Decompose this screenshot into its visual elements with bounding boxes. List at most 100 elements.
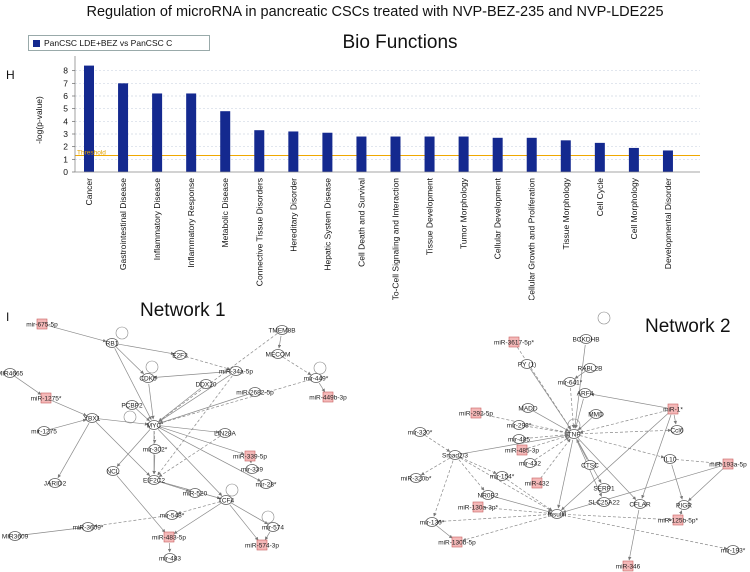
node-label: miR-130b-5p — [438, 539, 476, 546]
node-label: Smad2/3 — [442, 452, 468, 459]
node-label: CDK6 — [139, 375, 157, 382]
node-label: PIGR — [676, 502, 692, 509]
bar — [288, 131, 299, 172]
network1-edge — [157, 429, 223, 496]
y-tick-label: 7 — [63, 78, 68, 88]
network2-edge — [562, 465, 723, 514]
gene-symbol — [125, 400, 139, 410]
x-tick-label: Cancer — [84, 178, 94, 206]
mirna-symbol — [470, 407, 482, 419]
gene-symbol — [147, 475, 161, 485]
mirna-symbol — [508, 336, 520, 348]
network2-node: miR-320b* — [401, 473, 432, 483]
network2-node: miR-346 — [616, 560, 641, 572]
gene-symbol — [199, 379, 213, 389]
network2-edge — [561, 412, 669, 511]
network1-edge — [148, 383, 155, 420]
network1-edge — [51, 400, 87, 416]
y-tick-label: 2 — [63, 142, 68, 152]
gene-symbol — [589, 409, 603, 419]
node-label: miR-292-5p — [459, 410, 493, 417]
node-label: MYC — [147, 422, 162, 429]
network1-edge — [158, 333, 278, 422]
node-label: miR-3609* — [73, 524, 104, 531]
bar — [322, 132, 333, 172]
network1-edge — [159, 393, 250, 424]
self-loop — [313, 361, 327, 375]
mirna-symbol — [322, 391, 334, 403]
gene-symbol — [106, 466, 120, 476]
network2-node: miR-485-3p — [505, 444, 539, 456]
network2-node: BCKDHB — [572, 334, 600, 344]
x-tick-label: Cell Death and Survival — [356, 178, 366, 267]
x-tick-label: Cell Cycle — [595, 178, 605, 217]
mirna-symbol — [451, 536, 463, 548]
network1-node: mir-574 — [262, 522, 284, 532]
network2-node: mir-298* — [507, 420, 532, 430]
network1-edge — [114, 348, 152, 420]
bar — [628, 147, 639, 172]
network2-node: miR-130b-5p — [438, 536, 476, 548]
network2-edge — [562, 513, 673, 522]
node-label: TNF — [568, 431, 581, 438]
network1-node: miR-574-3p — [245, 539, 279, 551]
network1-node: miR-449b-3p — [309, 391, 347, 403]
network2-edge — [524, 433, 569, 439]
network1-edge — [158, 374, 232, 422]
network2-node: miR-1* — [663, 403, 683, 415]
node-label: CFLAR — [629, 501, 651, 508]
network2-node: miR-292-5p — [459, 407, 493, 419]
node-label: PY (1) — [518, 361, 536, 368]
gene-symbol — [523, 458, 537, 468]
network1-edge — [277, 335, 282, 349]
node-label: Insulin — [548, 511, 567, 518]
gene-symbol — [248, 387, 262, 397]
network2-edge — [460, 433, 569, 455]
chart-title: Bio Functions — [342, 32, 458, 53]
node-label: JARID2 — [44, 480, 67, 487]
network2-edge — [579, 428, 672, 435]
node-label: mir-193* — [721, 547, 746, 554]
network1-node: LIN28A — [214, 428, 237, 438]
network2-node: miR-193a-5p — [709, 458, 747, 470]
gene-symbol — [448, 450, 462, 460]
gene-symbol — [726, 545, 740, 555]
bar — [254, 130, 265, 172]
chart-legend: PanCSC LDE+BEZ vs PanCSC C — [28, 35, 210, 51]
network1-edge — [95, 421, 151, 477]
network1-edge — [14, 376, 42, 395]
network1-edge — [47, 325, 107, 343]
network1-title: Network 1 — [140, 300, 226, 321]
node-label: mir-28* — [256, 481, 277, 488]
gene-symbol — [266, 522, 280, 532]
mirna-symbol — [40, 392, 52, 404]
node-label: miR-1* — [663, 406, 683, 413]
x-tick-label: Metabolic Disease — [220, 178, 230, 248]
network2-node: miR-125b-5p* — [658, 514, 699, 526]
x-tick-label: Cellular Growth and Proliferation — [527, 178, 537, 300]
x-tick-label: Gastrointestinal Disease — [118, 178, 128, 270]
network1-edge — [157, 375, 233, 476]
x-tick-label: Cell-To-Cell Signaling and Interaction — [391, 178, 401, 300]
y-tick-label: 6 — [63, 91, 68, 101]
node-label: miR-3617-5p* — [494, 339, 535, 346]
network2-edge — [678, 510, 683, 515]
node-label: miR-125b-5p* — [658, 517, 699, 524]
mirna-symbol — [163, 531, 175, 543]
gene-symbol — [512, 434, 526, 444]
gene-symbol — [597, 483, 611, 493]
network1-nodes: mir-675-5pRB1E2F3TMEM8BMECOMMIR4665miR-1… — [0, 311, 611, 563]
network2-edge — [573, 344, 586, 429]
network1-node: miR-3609* — [73, 522, 104, 532]
network1-edge — [57, 423, 90, 479]
node-label: TCF4 — [218, 497, 235, 504]
network2-edge — [671, 464, 683, 500]
x-tick-label: Tissue Development — [425, 177, 435, 255]
network2-node: mir-320* — [408, 427, 433, 437]
bar — [118, 83, 129, 172]
node-label: mir-298* — [507, 422, 532, 429]
